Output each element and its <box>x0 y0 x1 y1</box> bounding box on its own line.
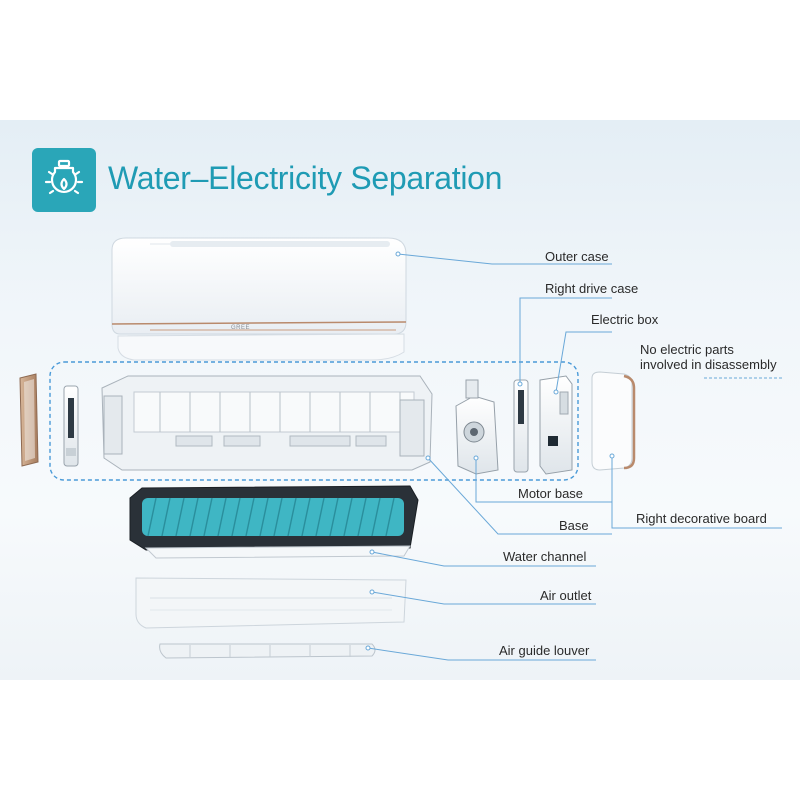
label-no-electric-line2: involved in disassembly <box>640 357 777 372</box>
label-air-guide-louver: Air guide louver <box>499 643 590 658</box>
right-drive-case-part <box>513 379 529 473</box>
label-outer-case: Outer case <box>545 249 609 264</box>
leader-dots <box>365 251 615 651</box>
label-air-outlet: Air outlet <box>540 588 592 603</box>
left-drive-case-part <box>63 385 79 467</box>
front-body-part <box>117 333 405 361</box>
air-outlet-part <box>135 577 407 629</box>
air-guide-louver-part <box>159 643 376 659</box>
motor-base-part <box>455 379 499 475</box>
electric-box-part <box>539 375 573 475</box>
label-motor-base: Motor base <box>518 486 584 501</box>
no-electric-parts-group-outline <box>49 361 579 481</box>
page-title: Water–Electricity Separation <box>108 160 503 196</box>
water-electricity-icon <box>32 148 96 212</box>
label-water-channel: Water channel <box>503 549 587 564</box>
label-right-drive-case: Right drive case <box>545 281 639 296</box>
base-part <box>101 375 433 471</box>
label-no-electric-line1: No electric parts <box>640 342 734 357</box>
label-base: Base <box>559 518 589 533</box>
label-electric-box: Electric box <box>591 312 659 327</box>
outer-case-part <box>111 237 407 335</box>
water-channel-part <box>129 485 419 559</box>
label-right-decorative-board: Right decorative board <box>636 511 767 526</box>
left-decorative-board-part <box>19 373 39 467</box>
right-decorative-board-part <box>591 371 636 471</box>
leader-lines <box>367 253 782 661</box>
brand-logo: GREE <box>231 325 251 331</box>
